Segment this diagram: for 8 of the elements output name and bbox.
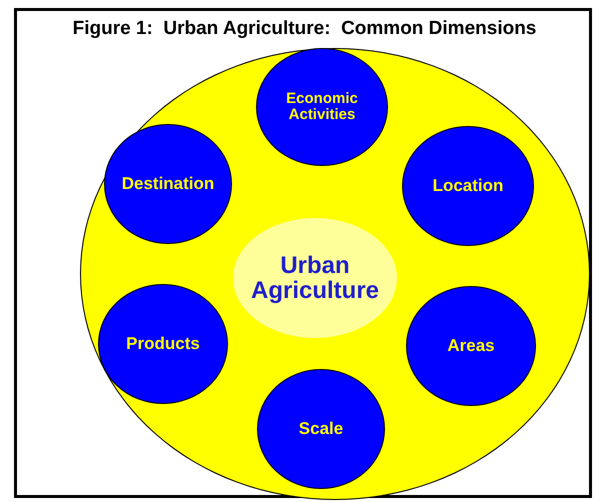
node-label: Products [126, 335, 200, 353]
node-label: Destination [122, 175, 214, 193]
figure-title: Figure 1: Urban Agriculture: Common Dimensions [72, 18, 538, 40]
node-label: Urban Agriculture [250, 252, 380, 304]
node-label: Scale [298, 420, 344, 438]
node-label: Areas [447, 337, 495, 355]
node-label: Economic Activities [285, 91, 359, 123]
node-label: Location [432, 177, 504, 195]
